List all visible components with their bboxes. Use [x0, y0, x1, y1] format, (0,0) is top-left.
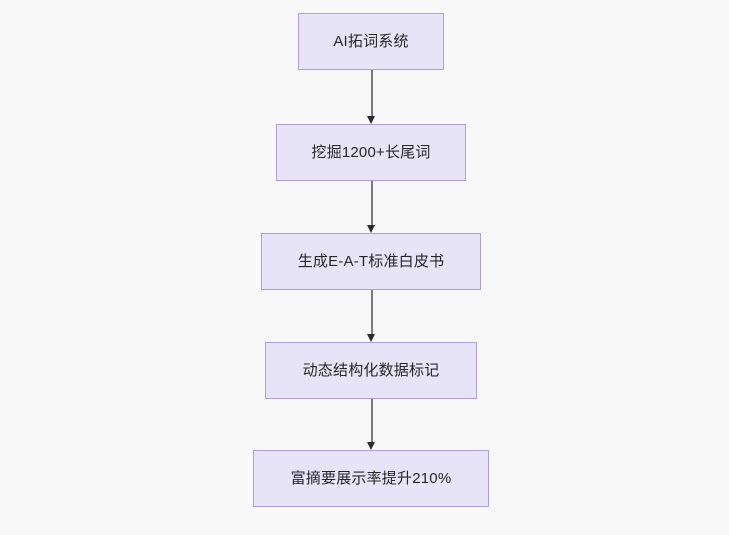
connector-node1-to-node2 [367, 70, 376, 124]
flow-node-label: 富摘要展示率提升210% [290, 469, 452, 487]
down-arrow-icon [367, 225, 375, 233]
flow-node-ai-keyword-system[interactable]: AI拓词系统 [298, 13, 444, 70]
connector-line [370, 290, 373, 335]
connector-node4-to-node5 [367, 399, 376, 450]
flow-node-rich-snippet-rate-increase[interactable]: 富摘要展示率提升210% [253, 450, 489, 507]
down-arrow-icon [367, 442, 375, 450]
connector-node2-to-node3 [367, 181, 376, 233]
flow-node-label: 动态结构化数据标记 [302, 361, 440, 379]
connector-node3-to-node4 [367, 290, 376, 342]
flow-node-dynamic-structured-data-markup[interactable]: 动态结构化数据标记 [265, 342, 477, 399]
down-arrow-icon [367, 334, 375, 342]
flow-node-label: 生成E-A-T标准白皮书 [297, 252, 445, 270]
flow-node-generate-eat-whitepaper[interactable]: 生成E-A-T标准白皮书 [261, 233, 481, 290]
flow-node-mine-longtail-keywords[interactable]: 挖掘1200+长尾词 [276, 124, 466, 181]
connector-line [370, 399, 373, 443]
flow-node-label: AI拓词系统 [333, 32, 409, 50]
connector-line [370, 70, 373, 117]
flow-node-label: 挖掘1200+长尾词 [311, 143, 431, 161]
down-arrow-icon [367, 116, 375, 124]
connector-line [370, 181, 373, 226]
